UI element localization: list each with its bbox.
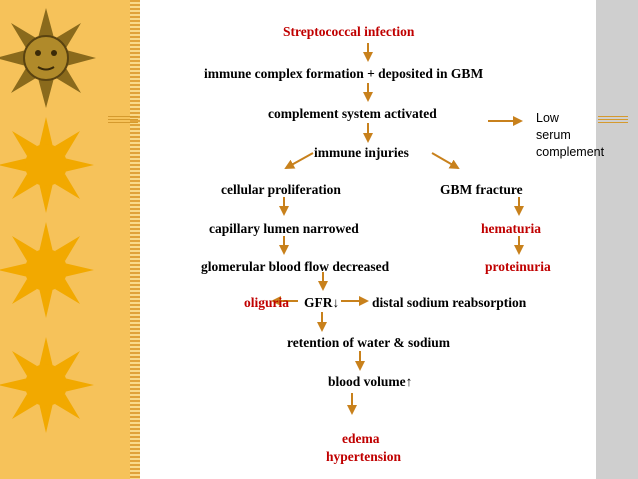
arrow-injuries-to-proliferation: [284, 152, 314, 169]
sun-face-icon: [0, 8, 96, 108]
node-retention-water-sodium: retention of water & sodium: [287, 335, 450, 350]
node-immune-complex-formation: immune complex formation + deposited in …: [204, 66, 484, 81]
node-gfr: GFR↓: [304, 295, 340, 310]
note-low-serum-complement: Low serum complement: [536, 111, 605, 159]
sun-icon: [0, 222, 94, 318]
node-blood-volume: blood volume↑: [328, 374, 413, 389]
node-cellular-proliferation: cellular proliferation: [221, 182, 341, 197]
decorative-sidebar: [0, 0, 138, 479]
node-streptococcal-infection: Streptococcal infection: [283, 24, 415, 39]
node-edema: edema: [342, 431, 380, 446]
node-distal-sodium-reabsorption: distal sodium reabsorption: [372, 295, 527, 310]
node-capillary-lumen-narrowed: capillary lumen narrowed: [209, 221, 359, 236]
node-gbm-fracture: GBM fracture: [440, 182, 523, 197]
node-hematuria: hematuria: [481, 221, 541, 236]
node-oliguria: oliguria: [244, 295, 290, 310]
decorative-lines-left: [108, 116, 138, 124]
sidebar-stripe: [130, 0, 140, 479]
node-complement-activated: complement system activated: [268, 106, 437, 121]
right-decorative-bar: [596, 0, 638, 479]
sun-icon: [0, 337, 94, 433]
sun-icon: [0, 117, 94, 213]
node-glomerular-blood-flow: glomerular blood flow decreased: [201, 259, 390, 274]
node-hypertension: hypertension: [326, 449, 402, 464]
arrow-injuries-to-gbm-fracture: [431, 152, 460, 169]
decorative-lines-right: [598, 116, 628, 124]
node-proteinuria: proteinuria: [485, 259, 551, 274]
node-immune-injuries: immune injuries: [314, 145, 409, 160]
